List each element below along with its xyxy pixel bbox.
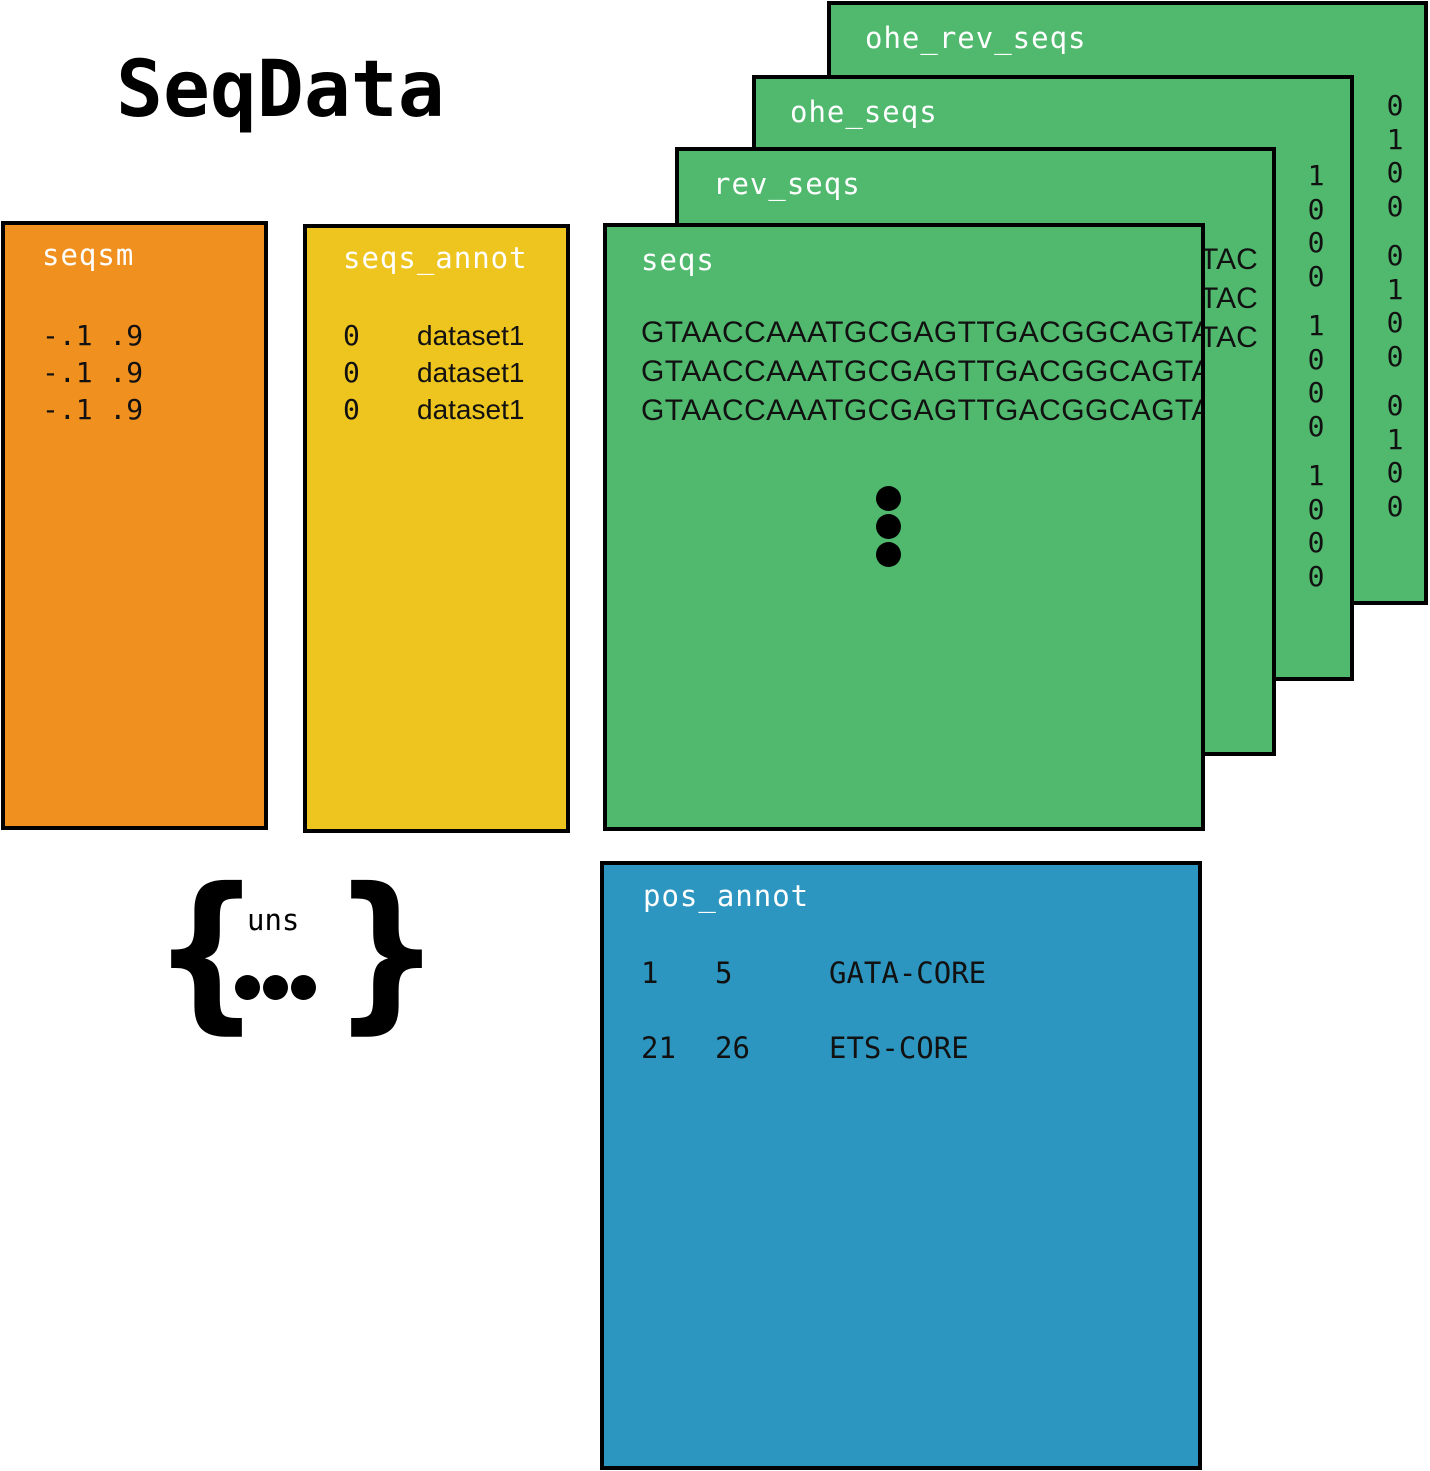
ohe-seqs-column: 1 0 0 0 1 0 0 0 1 0 0 0 [1301,159,1331,593]
ohe-digit: 0 [1307,226,1325,259]
ellipsis-dot [876,486,901,511]
seqsm-box: seqsm -.1 .9 -.1 .9 -.1 .9 [1,221,268,830]
page-title: SeqData [116,45,445,135]
rev-seqs-row: TAC [1200,282,1258,315]
pos-annot-start: 21 [641,1031,676,1065]
ohe-rev-digit: 0 [1386,89,1404,122]
ohe-digit: 0 [1307,409,1325,443]
ohe-digit: 0 [1307,559,1325,593]
ohe-rev-seqs-label: ohe_rev_seqs [865,21,1087,55]
ohe-rev-digit: 0 [1386,306,1404,339]
ohe-rev-digit: 0 [1386,239,1404,272]
seqs-annot-row: 0 dataset1 [343,391,524,428]
close-brace-icon: } [332,852,441,1050]
pos-annot-label: pos_annot [643,879,810,913]
ohe-rev-digit: 1 [1386,422,1404,456]
pos-annot-name: ETS-CORE [829,1031,969,1065]
seqsm-row: -.1 .9 [42,393,144,426]
seqs-rows: GTAACCAAATGCGAGTTGACGGCAGTA GTAACCAAATGC… [641,313,1205,430]
seqsm-row: -.1 .9 [42,319,144,352]
ellipsis-dot [235,975,260,1000]
pos-annot-end: 26 [715,1031,750,1065]
ohe-digit: 1 [1307,309,1325,342]
ellipsis-dot [291,975,316,1000]
seqs-row: GTAACCAAATGCGAGTTGACGGCAGTA [641,355,1205,388]
pos-annot-box: pos_annot 1 5 GATA-CORE 21 26 ETS-CORE [600,861,1202,1470]
ellipsis-dot [263,975,288,1000]
ohe-rev-digit: 1 [1386,272,1404,306]
ohe-rev-digit: 0 [1386,389,1404,422]
seqs-row: GTAACCAAATGCGAGTTGACGGCAGTA [641,394,1205,427]
seqs-row: GTAACCAAATGCGAGTTGACGGCAGTA [641,316,1205,349]
uns-label: uns [247,903,300,937]
ohe-seqs-label: ohe_seqs [790,95,938,129]
seqs-annot-index: 0 [343,393,360,426]
ohe-rev-digit: 0 [1386,189,1404,223]
pos-annot-name: GATA-CORE [829,956,987,990]
seqs-annot-index: 0 [343,356,360,389]
ohe-rev-digit: 1 [1386,122,1404,156]
open-brace-icon: { [152,852,261,1050]
pos-annot-row: 21 26 ETS-CORE [641,1028,969,1068]
ohe-digit: 0 [1307,192,1325,226]
pos-annot-row: 1 5 GATA-CORE [641,953,986,993]
ohe-rev-digit: 0 [1386,339,1404,373]
seqs-annot-value: dataset1 [417,357,525,388]
ellipsis-dot [876,542,901,567]
rev-seqs-rows: TAC TAC TAC [1200,240,1258,357]
seqs-annot-index: 0 [343,319,360,352]
seqsm-rows: -.1 .9 -.1 .9 -.1 .9 [42,317,143,428]
seqs-annot-row: 0 dataset1 [343,317,524,354]
pos-annot-end: 5 [715,956,733,990]
seqs-annot-value: dataset1 [417,320,525,351]
seqs-label: seqs [641,243,715,277]
pos-annot-start: 1 [641,956,659,990]
rev-seqs-row: TAC [1200,243,1258,276]
ohe-rev-digit: 0 [1386,156,1404,189]
ohe-rev-seqs-column: 0 1 0 0 0 1 0 0 0 1 0 0 [1380,89,1410,523]
ohe-digit: 0 [1307,492,1325,526]
seqs-layer: seqs GTAACCAAATGCGAGTTGACGGCAGTA GTAACCA… [603,223,1205,831]
seqsm-label: seqsm [42,238,135,272]
ohe-digit: 0 [1307,376,1325,409]
seqsm-row: -.1 .9 [42,356,144,389]
seqs-annot-box: seqs_annot 0 dataset1 0 dataset1 0 datas… [303,224,570,833]
seqs-annot-value: dataset1 [417,394,525,425]
rev-seqs-row: TAC [1200,321,1258,354]
seqs-annot-rows: 0 dataset1 0 dataset1 0 dataset1 [343,317,524,428]
rev-seqs-label: rev_seqs [713,167,861,201]
ohe-digit: 0 [1307,342,1325,376]
ohe-digit: 0 [1307,259,1325,293]
ellipsis-dot [876,514,901,539]
ohe-rev-digit: 0 [1386,489,1404,523]
ohe-rev-digit: 0 [1386,456,1404,489]
seqs-annot-label: seqs_annot [343,241,528,275]
ohe-digit: 0 [1307,526,1325,559]
ohe-digit: 1 [1307,159,1325,192]
seqs-annot-row: 0 dataset1 [343,354,524,391]
ohe-digit: 1 [1307,459,1325,492]
